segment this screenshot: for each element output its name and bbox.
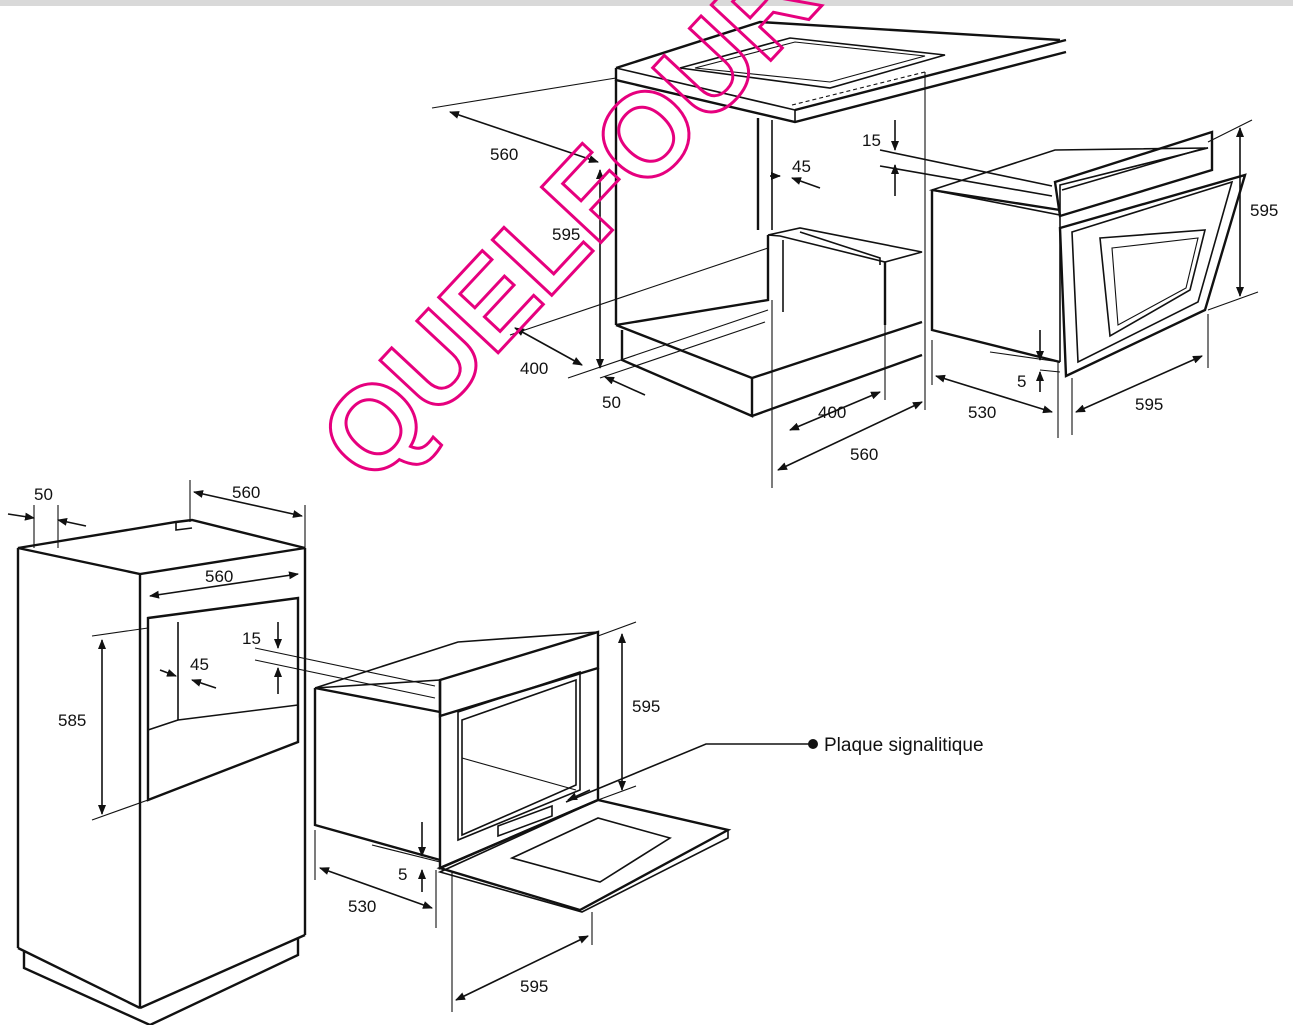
dim-depth-offset: 50 — [602, 393, 621, 412]
dim-height-opening: 595 — [552, 225, 580, 244]
upper-dimensions: 560 15 45 595 595 400 50 400 560 530 — [431, 77, 1278, 488]
watermark: QUELFOUR.CO — [293, 0, 987, 507]
dim-door-width: 595 — [520, 977, 548, 996]
dim-opening-height: 585 — [58, 711, 86, 730]
dim-cabinet-depth: 560 — [490, 145, 518, 164]
dim-oven-depth: 530 — [968, 403, 996, 422]
dim-gap-side: 45 — [190, 655, 209, 674]
lower-oven — [313, 630, 732, 913]
dim-oven-height: 595 — [632, 697, 660, 716]
dim-gap-bottom: 5 — [398, 865, 407, 884]
top-border — [0, 0, 1293, 6]
dim-oven-width: 595 — [1135, 395, 1163, 414]
dim-gap-top: 15 — [242, 629, 261, 648]
dim-opening-width: 400 — [818, 403, 846, 422]
rating-plate-marker — [808, 739, 818, 749]
upper-oven — [928, 130, 1247, 378]
dim-back-gap: 50 — [34, 485, 53, 504]
dim-gap-top: 15 — [862, 131, 881, 150]
lower-dimensions: 50 560 560 15 45 585 595 5 530 — [7, 480, 984, 1012]
dim-top-depth: 560 — [232, 483, 260, 502]
dim-gap-side: 45 — [792, 157, 811, 176]
dim-oven-depth: 530 — [348, 897, 376, 916]
dim-oven-height: 595 — [1250, 201, 1278, 220]
dim-depth-opening: 400 — [520, 359, 548, 378]
dim-gap-bottom: 5 — [1017, 372, 1026, 391]
dim-opening-width: 560 — [205, 567, 233, 586]
watermark-text: QUELFOUR.CO — [294, 0, 985, 506]
rating-plate-label: Plaque signalitique — [824, 735, 984, 756]
lower-cabinet — [16, 518, 307, 1025]
dim-cabinet-width: 560 — [850, 445, 878, 464]
